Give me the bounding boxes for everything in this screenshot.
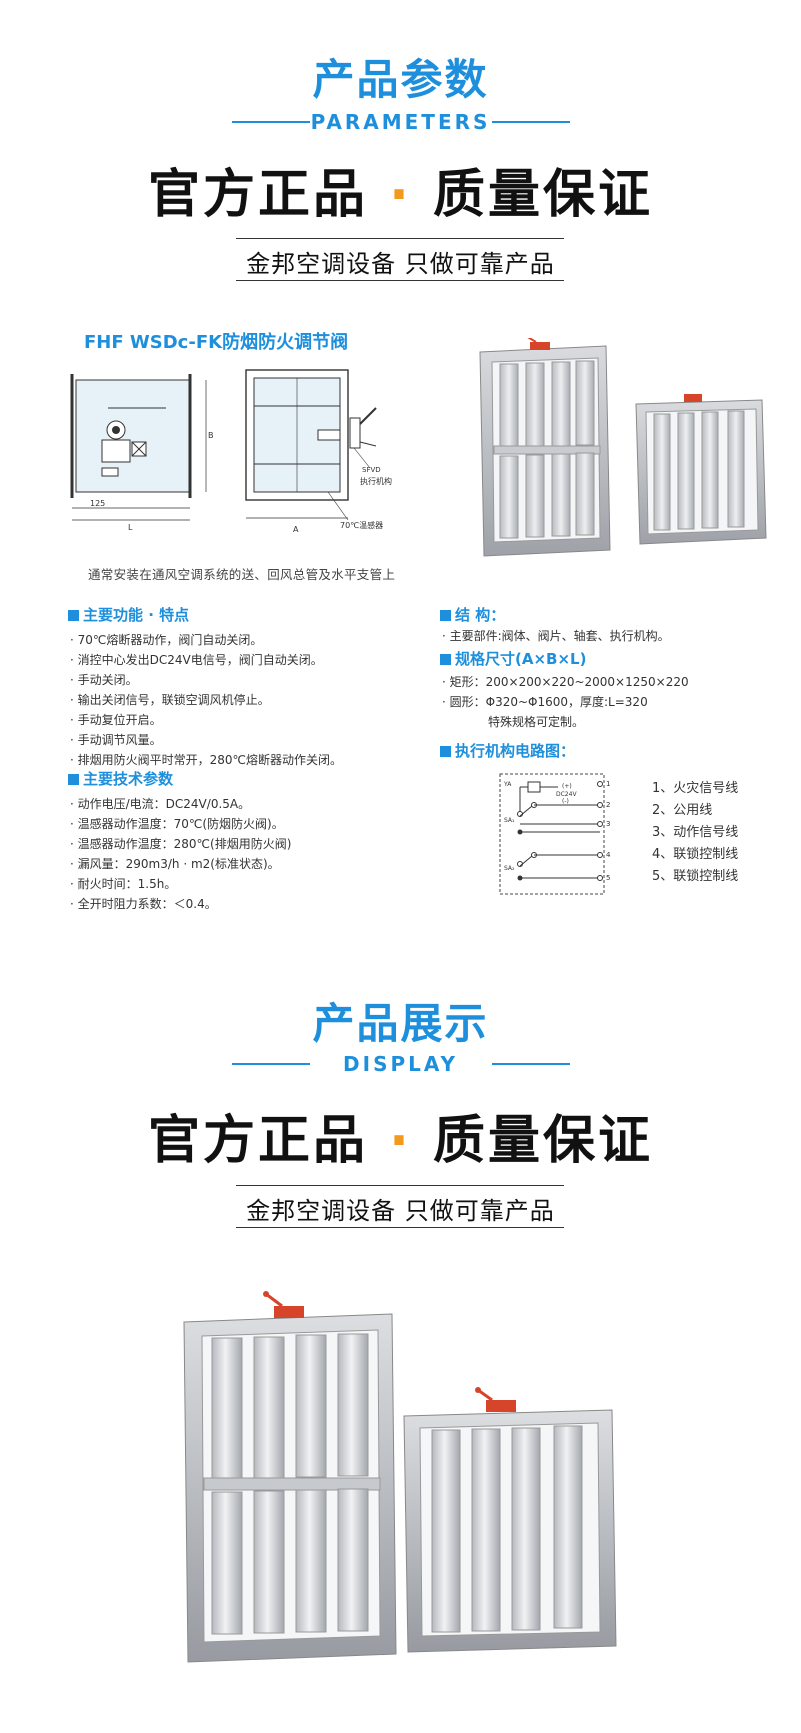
list-item: · 手动复位开启。 (70, 713, 162, 727)
list-item: · 圆形：Φ320~Φ1600，厚度:L=320 (442, 695, 648, 709)
tagline-bottom-rule (236, 280, 564, 281)
damper-large (183, 1291, 397, 1663)
list-item: · 矩形：200×200×220~2000×1250×220 (442, 675, 689, 689)
dim-b-label: B (208, 431, 214, 440)
tagline-top-rule (236, 238, 564, 239)
list-item: 特殊规格可定制。 (488, 715, 585, 729)
actuator-label: 执行机构 (360, 476, 392, 486)
slogan-right: 质量保证 (432, 1111, 653, 1171)
side-view-drawing (70, 374, 207, 521)
product-name: FHF WSDc-FK防烟防火调节阀 (84, 332, 349, 353)
list-item: · 主要部件:阀体、阀片、轴套、执行机构。 (442, 629, 670, 643)
damper-small (403, 1387, 617, 1653)
sfvd-label: SFVD (362, 466, 381, 474)
circuit-dc-label: DC24V (556, 791, 577, 798)
product-photo-small (479, 338, 767, 557)
square-bullet-icon (440, 746, 451, 757)
sizes-list: · 矩形：200×200×220~2000×1250×220 · 圆形：Φ320… (442, 672, 689, 732)
terminal-4-label: 4 (606, 851, 611, 859)
front-view-drawing (245, 369, 377, 521)
circuit-sa1-label: SA₁ (504, 817, 515, 824)
params-tagline: 金邦空调设备 只做可靠产品 (246, 250, 555, 278)
list-item: · 排烟用防火阀平时常开，280℃熔断器动作关闭。 (70, 753, 343, 767)
terminal-1-label: 1 (606, 780, 610, 788)
list-item: · 温感器动作温度：70℃(防烟防火阀)。 (70, 817, 284, 831)
circuit-plus-label: (+) (562, 783, 572, 790)
slogan-dot: · (389, 165, 412, 225)
dim-125-label: 125 (90, 499, 105, 508)
display-subtitle-line-right (492, 1063, 570, 1065)
square-bullet-icon (440, 610, 451, 621)
slogan-left: 官方正品 (147, 1111, 368, 1171)
slogan-left: 官方正品 (147, 165, 368, 225)
terminal-2-label: 2 (606, 801, 610, 809)
slogan-dot: · (389, 1111, 412, 1171)
params-subtitle: PARAMETERS (310, 110, 491, 134)
product-photo-large (183, 1291, 617, 1663)
list-item: · 手动关闭。 (70, 673, 138, 687)
list-item: · 温感器动作温度：280℃(排烟用防火阀) (70, 837, 292, 851)
circuit-ya-label: YA (503, 781, 512, 788)
tech-list: · 动作电压/电流：DC24V/0.5A。 · 温感器动作温度：70℃(防烟防火… (70, 794, 291, 914)
display-slogan: 官方正品 · 质量保证 (0, 1098, 801, 1173)
list-item: · 输出关闭信号，联锁空调风机停止。 (70, 693, 270, 707)
tagline-bottom-rule (236, 1227, 564, 1228)
legend-item: 3、动作信号线 (652, 825, 739, 840)
dim-l-label: L (128, 523, 133, 532)
display-subtitle: DISPLAY (343, 1052, 458, 1076)
list-item: · 消控中心发出DC24V电信号，阀门自动关闭。 (70, 653, 323, 667)
display-tagline: 金邦空调设备 只做可靠产品 (246, 1197, 555, 1225)
params-subtitle-line-left (232, 121, 310, 123)
structure-heading: 结 构： (440, 604, 505, 625)
damper-large (479, 338, 611, 557)
damper-small (635, 394, 767, 545)
features-list: · 70℃熔断器动作，阀门自动关闭。 · 消控中心发出DC24V电信号，阀门自动… (70, 630, 342, 770)
square-bullet-icon (68, 610, 79, 621)
sensor-label: 70℃温感器 (340, 520, 383, 530)
legend-item: 4、联锁控制线 (652, 847, 739, 862)
terminal-3-label: 3 (606, 820, 610, 828)
structure-list: · 主要部件:阀体、阀片、轴套、执行机构。 (442, 626, 670, 646)
sizes-heading: 规格尺寸(A×B×L) (440, 648, 586, 669)
circuit-sa2-label: SA₂ (504, 865, 515, 872)
params-subtitle-line-right (492, 121, 570, 123)
list-item: · 手动调节风量。 (70, 733, 162, 747)
display-subtitle-line-left (232, 1063, 310, 1065)
params-title: 产品参数 (312, 55, 489, 104)
features-heading: 主要功能 · 特点 (68, 604, 189, 625)
circuit-legend: 1、火灾信号线 2、公用线 3、动作信号线 4、联锁控制线 5、联锁控制线 (652, 778, 738, 888)
list-item: · 全开时阻力系数：＜0.4。 (70, 897, 217, 911)
square-bullet-icon (440, 654, 451, 665)
terminal-5-label: 5 (606, 874, 610, 882)
tagline-top-rule (236, 1185, 564, 1186)
circuit-heading: 执行机构电路图： (440, 740, 575, 761)
list-item: · 动作电压/电流：DC24V/0.5A。 (70, 797, 251, 811)
legend-item: 2、公用线 (652, 803, 713, 818)
params-slogan: 官方正品 · 质量保证 (0, 152, 801, 227)
square-bullet-icon (68, 774, 79, 785)
tech-heading: 主要技术参数 (68, 768, 173, 789)
install-note: 通常安装在通风空调系统的送、回风总管及水平支管上 (88, 567, 396, 582)
dim-a-label: A (293, 525, 299, 534)
list-item: · 漏风量：290m3/h · m2(标准状态)。 (70, 857, 280, 871)
list-item: · 70℃熔断器动作，阀门自动关闭。 (70, 633, 263, 647)
display-title: 产品展示 (312, 999, 489, 1048)
technical-drawing: 125 L B SFVD 执行机构 70℃温感器 A (70, 369, 392, 534)
circuit-diagram: YA (+) DC24V (-) SA₁ SA₂ 1 2 3 4 5 (499, 773, 611, 895)
legend-item: 1、火灾信号线 (652, 781, 739, 796)
slogan-right: 质量保证 (432, 165, 653, 225)
legend-item: 5、联锁控制线 (652, 869, 739, 884)
list-item: · 耐火时间：1.5h。 (70, 877, 177, 891)
circuit-minus-label: (-) (562, 798, 569, 805)
